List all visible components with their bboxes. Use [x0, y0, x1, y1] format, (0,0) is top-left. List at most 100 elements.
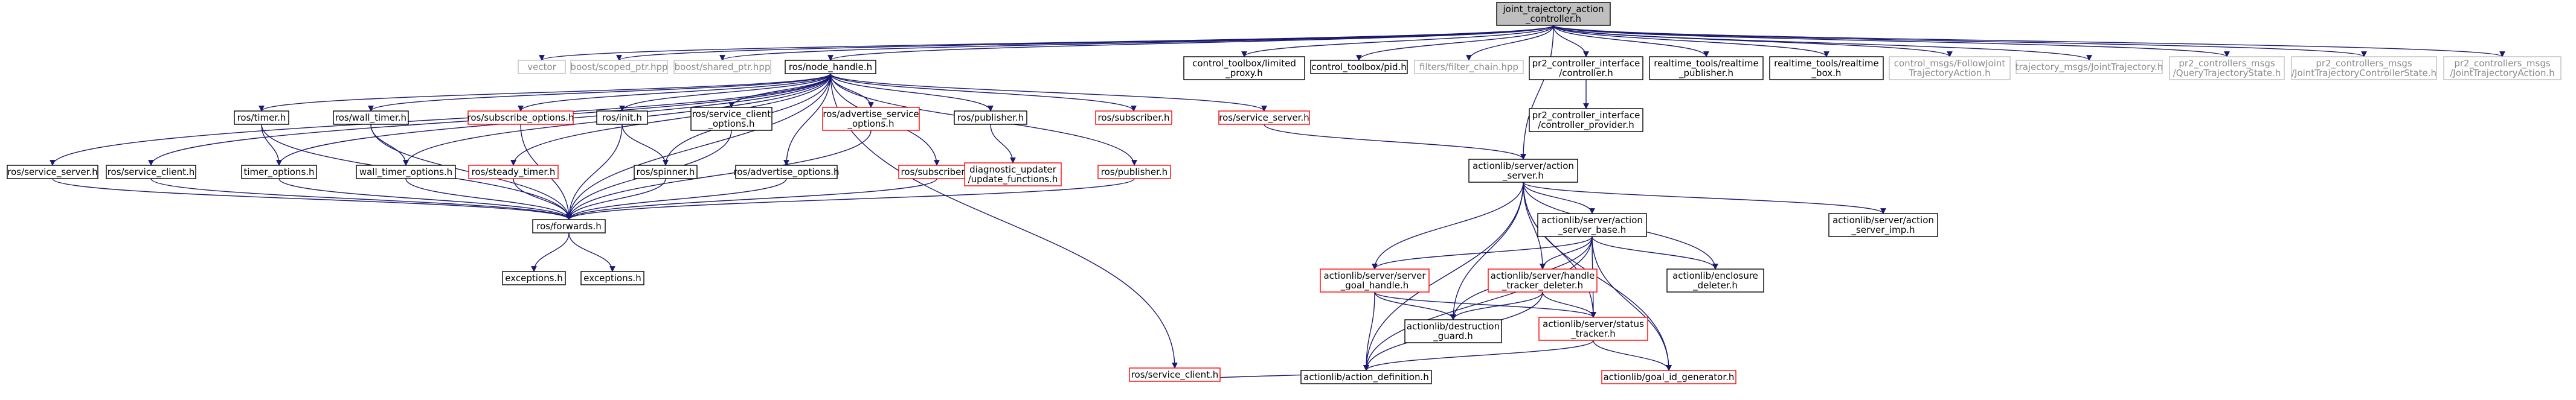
node-publisher_mid[interactable]: ros/publisher.h [1097, 165, 1171, 179]
edge-node_handle-to-service_server_left [50, 73, 831, 166]
edge-action_server_base-to-goal_id_gen [1592, 236, 1672, 371]
edge-node_handle-to-subscriber_top [830, 73, 1137, 112]
node-exceptions2[interactable]: exceptions.h [580, 271, 644, 285]
node-steady_timer[interactable]: ros/steady_timer.h [468, 165, 559, 179]
edge-node_handle-to-wall_timer [368, 73, 831, 112]
edge-service_client_left-to-forwards [150, 178, 572, 220]
node-advertise_options[interactable]: ros/advertise_options.h [734, 165, 840, 179]
edge-forwards-to-exceptions2 [568, 232, 615, 272]
node-enclosure_deleter[interactable]: actionlib/enclosure_deleter.h [1666, 268, 1764, 293]
node-spinner[interactable]: ros/spinner.h [634, 165, 698, 179]
node-subscriber_mid[interactable]: ros/subscriber.h [898, 165, 975, 179]
node-node_handle[interactable]: ros/node_handle.h [785, 60, 876, 74]
node-server_goal_handle[interactable]: actionlib/server/server_goal_handle.h [1320, 268, 1430, 293]
node-box-exceptions2 [580, 271, 644, 285]
node-label-adv_svc_opts-1: _options.h [847, 118, 894, 130]
node-label-jtc_state-0: pr2_controllers_msgs [2316, 58, 2412, 69]
edge-action_server-to-action_definition [1363, 182, 1524, 371]
node-service_server_left[interactable]: ros/service_server.h [7, 165, 98, 179]
node-box-subscribe_options [467, 110, 574, 125]
node-exceptions1[interactable]: exceptions.h [502, 271, 566, 285]
node-forwards[interactable]: ros/forwards.h [532, 219, 606, 233]
node-label-subscribe_options-0: ros/subscribe_options.h [467, 112, 574, 124]
node-wall_timer[interactable]: ros/wall_timer.h [333, 110, 409, 125]
edge-node_handle-to-subscribe_options [518, 73, 831, 112]
edge-action_server-to-action_server_base [1523, 182, 1595, 214]
edge-root-to-jt_action [1553, 25, 2505, 57]
edge-root-to-vector [539, 25, 1554, 61]
node-action_server_base[interactable]: actionlib/server/action_server_base.h [1537, 213, 1647, 237]
edge-wall_timer-to-wall_timer_options [370, 124, 409, 166]
node-status_tracker[interactable]: actionlib/server/status_tracker.h [1538, 317, 1648, 341]
node-label-pr2_controller-0: pr2_controller_interface [1532, 58, 1640, 69]
edge-timer_options-to-forwards [278, 178, 572, 220]
node-box-subscriber_top [1095, 110, 1172, 125]
node-label-action_server_imp-1: _server_imp.h [1851, 224, 1915, 236]
node-query_state: pr2_controllers_msgs/QueryTrajectoryStat… [2169, 56, 2285, 80]
edge-node_handle-to-publisher_ros [830, 73, 994, 112]
node-service_client_left[interactable]: ros/service_client.h [106, 165, 196, 179]
node-jtc_state: pr2_controllers_msgs/JointTrajectoryCont… [2291, 56, 2437, 80]
node-action_server[interactable]: actionlib/server/action_server.h [1468, 159, 1578, 183]
node-ctrl_pid[interactable]: control_toolbox/pid.h [1310, 60, 1408, 74]
node-svc_client_opts[interactable]: ros/service_client_options.h [690, 107, 772, 131]
node-action_server_imp[interactable]: actionlib/server/action_server_imp.h [1828, 213, 1938, 237]
edge-node_handle-to-timer [259, 73, 831, 112]
node-subscriber_top[interactable]: ros/subscriber.h [1095, 110, 1172, 125]
edge-root-to-rt_pub [1553, 25, 1709, 57]
node-goal_id_gen[interactable]: actionlib/goal_id_generator.h [1601, 370, 1736, 384]
edge-server_goal_handle-to-action_definition [1363, 291, 1375, 371]
node-adv_svc_opts[interactable]: ros/advertise_service_options.h [822, 107, 920, 131]
node-subscribe_options[interactable]: ros/subscribe_options.h [467, 110, 574, 125]
node-ctrl_limited[interactable]: control_toolbox/limited_proxy.h [1183, 56, 1305, 80]
node-timer_options[interactable]: timer_options.h [241, 165, 317, 179]
node-box-query_state [2169, 56, 2285, 80]
edge-status_tracker-to-goal_id_gen [1593, 340, 1672, 371]
node-publisher_ros[interactable]: ros/publisher.h [954, 110, 1027, 125]
node-follow_jt: control_msgs/FollowJointTrajectoryAction… [1889, 56, 2011, 80]
node-wall_timer_options[interactable]: wall_timer_options.h [356, 165, 456, 179]
node-label-init-0: ros/init.h [602, 112, 642, 123]
node-box-steady_timer [468, 165, 559, 179]
edge-adv_svc_opts-to-forwards [566, 130, 872, 220]
node-box-jt_action [2443, 56, 2562, 80]
edge-advertise_options-to-forwards [566, 178, 787, 220]
node-diag_updater[interactable]: diagnostic_updater/update_functions.h [964, 162, 1062, 186]
node-label-jt_action-0: pr2_controllers_msgs [2454, 58, 2551, 69]
node-box-action_server_imp [1828, 213, 1938, 237]
node-box-boost_shared [673, 60, 771, 74]
node-ctrl_provider[interactable]: pr2_controller_interface/controller_prov… [1529, 108, 1643, 132]
edge-root-to-ctrl_limited [1241, 25, 1554, 57]
node-rt_pub[interactable]: realtime_tools/realtime_publisher.h [1649, 56, 1764, 80]
node-label-timer_options-0: timer_options.h [243, 167, 314, 178]
node-timer[interactable]: ros/timer.h [234, 110, 289, 125]
edge-status_tracker-to-action_definition [1363, 340, 1594, 371]
node-label-svc_client_opts-0: ros/service_client [692, 109, 771, 120]
edge-service_server_top-to-action_server [1264, 124, 1526, 160]
node-box-ctrl_pid [1310, 60, 1408, 74]
node-label-rt_pub-1: _publisher.h [1678, 68, 1733, 79]
node-label-jt_action-1: /JointTrajectoryAction.h [2450, 68, 2555, 78]
node-box-diag_updater [964, 162, 1062, 186]
node-rt_box[interactable]: realtime_tools/realtime_box.h [1769, 56, 1884, 80]
node-label-action_server_base-0: actionlib/server/action [1541, 215, 1643, 226]
node-destruction_guard[interactable]: actionlib/destruction_guard.h [1404, 319, 1502, 343]
node-box-rt_box [1769, 56, 1884, 80]
node-box-handle_tracker [1488, 268, 1598, 293]
node-init[interactable]: ros/init.h [596, 110, 648, 125]
node-box-status_tracker [1538, 317, 1648, 341]
node-handle_tracker[interactable]: actionlib/server/handle_tracker_deleter.… [1488, 268, 1598, 293]
node-jt_action: pr2_controllers_msgs/JointTrajectoryActi… [2443, 56, 2562, 80]
node-label-query_state-0: pr2_controllers_msgs [2179, 58, 2275, 69]
node-action_definition[interactable]: actionlib/action_definition.h [1300, 370, 1432, 384]
node-service_client_bottom[interactable]: ros/service_client.h [1129, 367, 1221, 382]
node-label-wall_timer-0: ros/wall_timer.h [335, 112, 406, 124]
node-box-jtc_state [2291, 56, 2437, 80]
node-pr2_controller[interactable]: pr2_controller_interface/controller.h [1529, 56, 1643, 80]
node-label-subscriber_top-0: ros/subscriber.h [1098, 112, 1170, 123]
edge-service_server_left-to-forwards [52, 178, 572, 220]
node-service_server_top[interactable]: ros/service_server.h [1218, 110, 1310, 125]
edge-handle_tracker-to-status_tracker [1542, 291, 1596, 318]
node-label-steady_timer-0: ros/steady_timer.h [472, 167, 556, 178]
node-root[interactable]: joint_trajectory_action_controller.h [1496, 2, 1611, 26]
